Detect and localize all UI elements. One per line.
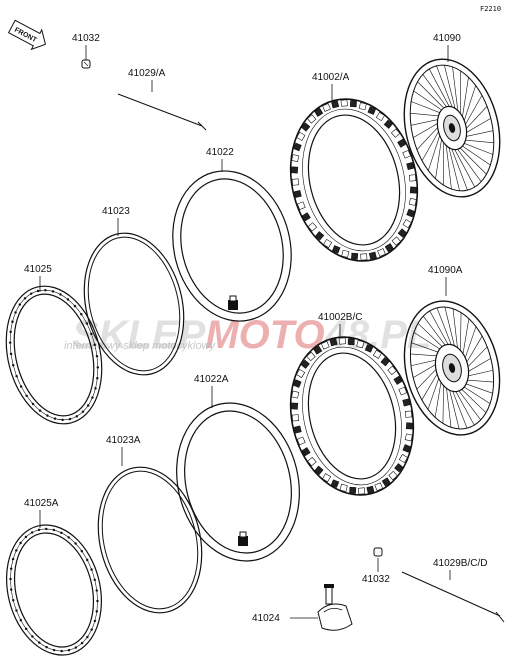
label-41032-top: 41032 <box>72 33 100 44</box>
valve-stem-upper-icon <box>228 295 238 310</box>
label-41023: 41023 <box>102 206 130 217</box>
spoke-nipple-bottom-icon <box>373 547 383 557</box>
label-41029bcd: 41029B/C/D <box>433 558 487 569</box>
front-arrow-icon: FRONT <box>7 19 47 51</box>
wheel-rear <box>403 300 501 436</box>
label-41025: 41025 <box>24 264 52 275</box>
rim-band-upper <box>83 232 185 376</box>
label-41090: 41090 <box>433 33 461 44</box>
label-41022a: 41022A <box>194 374 229 385</box>
label-41002: 41002/A <box>312 72 350 83</box>
watermark-brand-d: .PL <box>369 313 431 357</box>
watermark-brand-b: MOTO <box>205 313 324 357</box>
label-41090a: 41090A <box>428 265 463 276</box>
spoke-bottom-icon <box>401 571 505 623</box>
spoke-nipple-icon <box>81 59 91 69</box>
label-41024: 41024 <box>252 613 280 624</box>
label-41029: 41029/A <box>128 68 166 79</box>
valve-stem-lower-icon <box>238 531 248 546</box>
label-41023a: 41023A <box>106 435 141 446</box>
diagram-code: F2210 <box>480 5 501 13</box>
spoke-icon <box>117 93 207 131</box>
watermark-tagline: internetowy sklep motocyklowy <box>64 340 217 352</box>
inner-tube-upper <box>172 170 292 322</box>
rim-band-lower <box>97 466 203 614</box>
label-41032-bottom: 41032 <box>362 574 390 585</box>
watermark: SKLEPMOTO48.PL internetowy sklep motocyk… <box>64 313 431 357</box>
svg-text:SKLEPMOTO48.PL: SKLEPMOTO48.PL <box>72 313 431 357</box>
wheel-front <box>403 58 501 198</box>
inner-tube-lower <box>176 402 300 562</box>
rim-lock-icon <box>317 584 353 631</box>
watermark-brand-c: 48 <box>324 313 370 357</box>
tire-rear <box>289 336 415 496</box>
rim-lower <box>5 524 103 656</box>
label-41025a: 41025A <box>24 498 59 509</box>
tire-front <box>289 98 419 262</box>
label-41022: 41022 <box>206 147 234 158</box>
label-41002bc: 41002B/C <box>318 312 362 323</box>
